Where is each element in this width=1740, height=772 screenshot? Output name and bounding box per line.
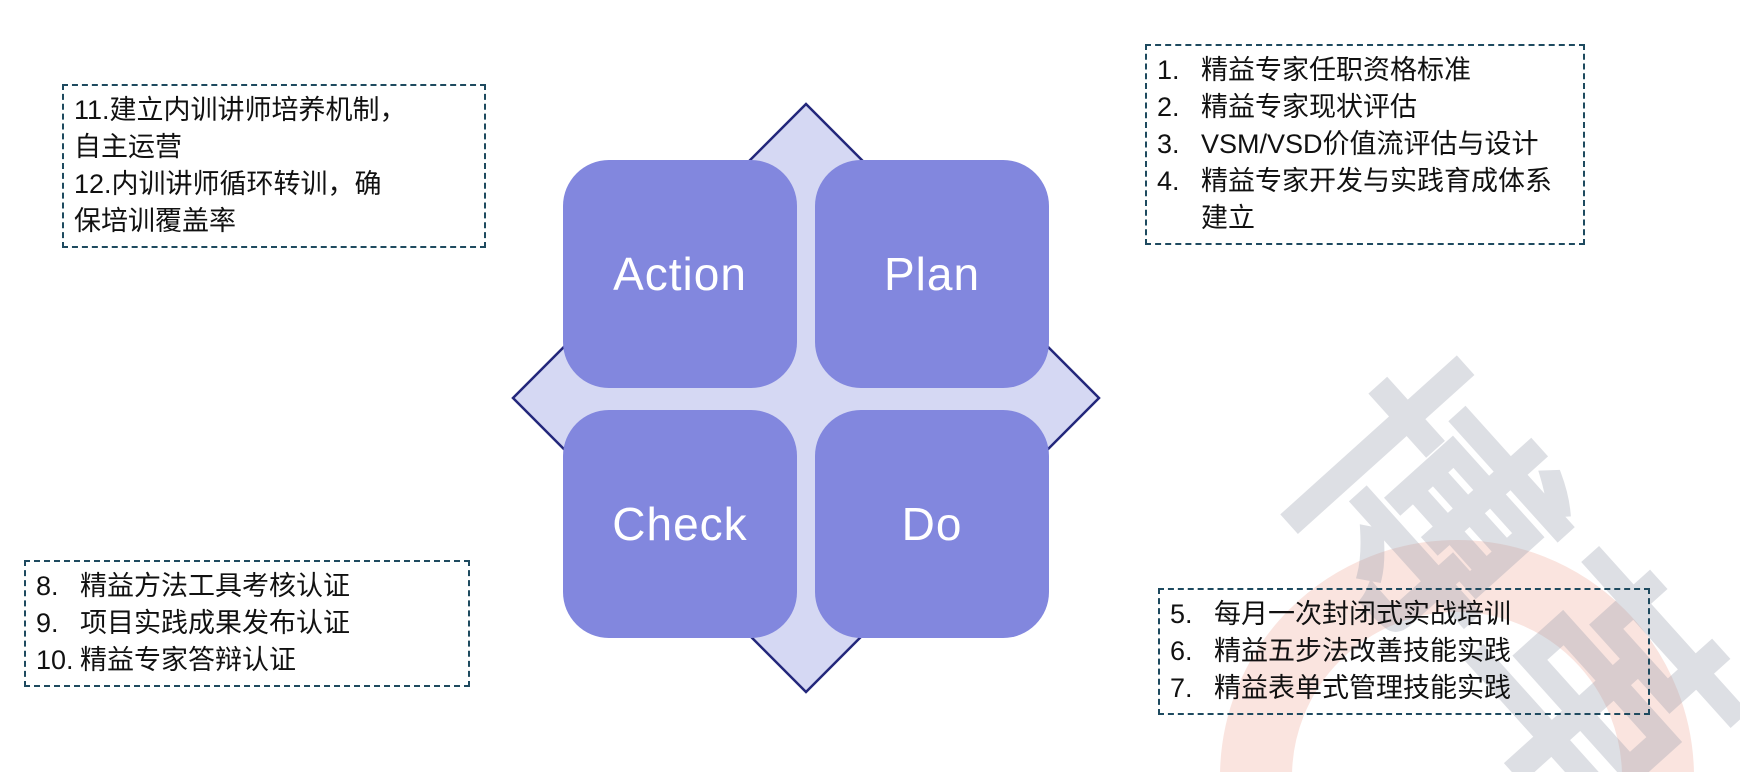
quadrant-plan: Plan (815, 160, 1049, 388)
list-item: 4. 精益专家开发与实践育成体系建立 (1157, 163, 1577, 237)
note-line: 自主运营 (74, 132, 182, 162)
item-text: 精益表单式管理技能实践 (1214, 673, 1511, 703)
list-item: 2. 精益专家现状评估 (1157, 89, 1577, 126)
item-text: VSM/VSD价值流评估与设计 (1201, 129, 1539, 159)
list-item: 3. VSM/VSD价值流评估与设计 (1157, 126, 1577, 163)
item-number: 6. (1170, 636, 1193, 666)
list-item: 5. 每月一次封闭式实战培训 (1170, 596, 1642, 633)
item-number: 5. (1170, 599, 1193, 629)
quadrant-check: Check (563, 410, 797, 638)
item-text: 精益专家开发与实践育成体系建立 (1201, 166, 1552, 233)
list-item: 10. 精益专家答辩认证 (36, 642, 462, 679)
item-text: 精益专家答辩认证 (80, 645, 296, 675)
item-number: 9. (36, 608, 59, 638)
list-item: 8. 精益方法工具考核认证 (36, 568, 462, 605)
list-item: 1. 精益专家任职资格标准 (1157, 52, 1577, 89)
item-number: 3. (1157, 129, 1180, 159)
list-item: 6. 精益五步法改善技能实践 (1170, 633, 1642, 670)
item-text: 每月一次封闭式实战培训 (1214, 599, 1511, 629)
quadrant-check-label: Check (612, 498, 748, 550)
note-check-items: 8. 精益方法工具考核认证 9. 项目实践成果发布认证 10. 精益专家答辩认证 (24, 560, 470, 687)
item-number: 1. (1157, 55, 1180, 85)
item-number: 4. (1157, 166, 1180, 196)
quadrant-do: Do (815, 410, 1049, 638)
quadrant-action: Action (563, 160, 797, 388)
list-item: 7. 精益表单式管理技能实践 (1170, 670, 1642, 707)
item-text: 精益专家现状评估 (1201, 92, 1417, 122)
note-line: 12.内训讲师循环转训，确 (74, 169, 382, 199)
item-number: 10. (36, 645, 74, 675)
quadrant-do-label: Do (901, 498, 963, 550)
note-plan-items: 1. 精益专家任职资格标准 2. 精益专家现状评估 3. VSM/VSD价值流评… (1145, 44, 1585, 245)
item-text: 项目实践成果发布认证 (80, 608, 350, 638)
item-number: 8. (36, 571, 59, 601)
item-text: 精益五步法改善技能实践 (1214, 636, 1511, 666)
item-text: 精益专家任职资格标准 (1201, 55, 1471, 85)
note-do-items: 5. 每月一次封闭式实战培训 6. 精益五步法改善技能实践 7. 精益表单式管理… (1158, 588, 1650, 715)
list-item: 9. 项目实践成果发布认证 (36, 605, 462, 642)
item-number: 2. (1157, 92, 1180, 122)
note-line: 保培训覆盖率 (74, 206, 236, 236)
item-number: 7. (1170, 673, 1193, 703)
quadrant-action-label: Action (613, 248, 747, 300)
note-line: 11.建立内训讲师培养机制， (74, 95, 407, 125)
note-action-items: 11.建立内训讲师培养机制， 自主运营 12.内训讲师循环转训，确 保培训覆盖率 (62, 84, 486, 248)
item-text: 精益方法工具考核认证 (80, 571, 350, 601)
quadrant-plan-label: Plan (883, 248, 981, 300)
